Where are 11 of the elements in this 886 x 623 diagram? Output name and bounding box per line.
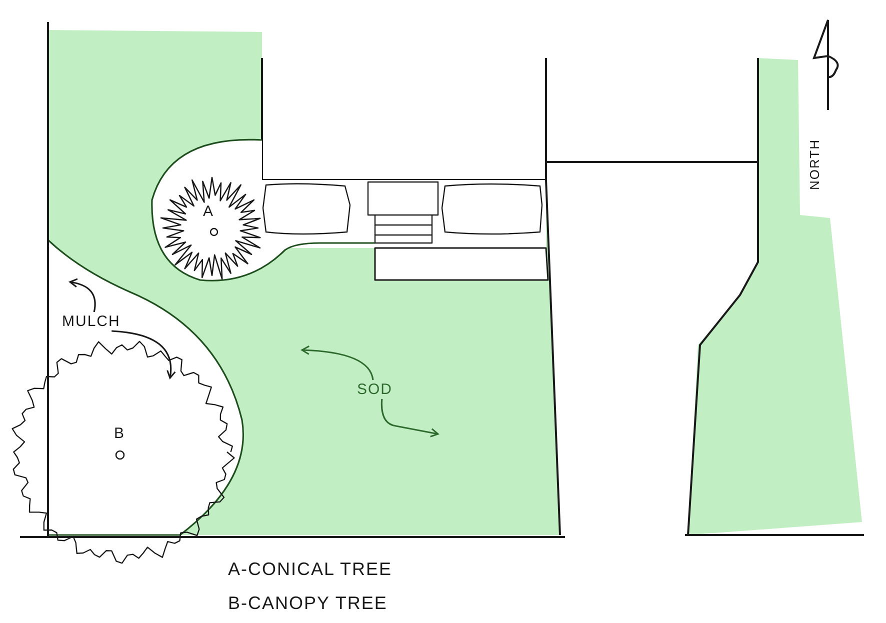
area-label: SOD bbox=[357, 382, 393, 397]
tree-key-letter: A bbox=[203, 204, 214, 219]
compass-label: NORTH bbox=[808, 139, 821, 190]
area-label: MULCH bbox=[62, 314, 120, 329]
tree-key-letter: B bbox=[114, 426, 126, 441]
leader-line bbox=[380, 398, 439, 438]
leader-line bbox=[112, 330, 176, 379]
key-entry: B-CANOPY TREE bbox=[228, 594, 388, 612]
leader-line bbox=[301, 346, 374, 380]
leader-line bbox=[69, 278, 96, 312]
key-entry: A-CONICAL TREE bbox=[228, 560, 392, 578]
